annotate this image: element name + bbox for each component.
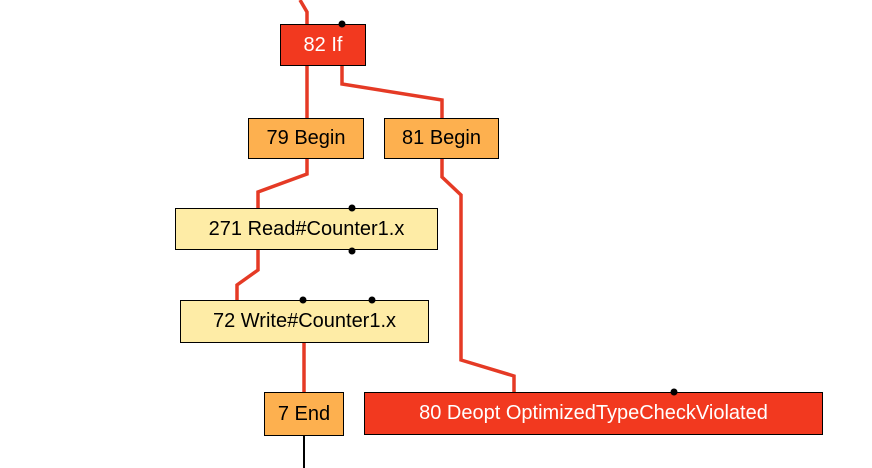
node-72-write-counter-label: 72 Write#Counter1.x xyxy=(212,310,397,332)
output-port-dot xyxy=(348,247,356,255)
node-271-read-counter[interactable]: 271 Read#Counter1.x xyxy=(175,208,438,250)
edge-79-begin-to-271-read xyxy=(256,159,309,208)
edge-271-read-to-72-write xyxy=(235,250,260,300)
node-80-deopt[interactable]: 80 Deopt OptimizedTypeCheckViolated xyxy=(364,392,823,435)
input-port-dot xyxy=(338,20,346,28)
input-port-dot xyxy=(299,296,307,304)
input-port-dot xyxy=(368,296,376,304)
edge-81-begin-to-80-deopt xyxy=(440,159,516,392)
node-7-end-label: 7 End xyxy=(277,402,331,425)
node-72-write-counter[interactable]: 72 Write#Counter1.x xyxy=(180,300,429,343)
node-271-read-counter-label: 271 Read#Counter1.x xyxy=(208,217,405,240)
node-79-begin-label: 79 Begin xyxy=(266,127,346,149)
node-82-if[interactable]: 82 If xyxy=(280,24,366,66)
node-82-if-label: 82 If xyxy=(303,33,343,56)
node-81-begin[interactable]: 81 Begin xyxy=(384,118,499,159)
node-81-begin-label: 81 Begin xyxy=(402,127,481,149)
node-79-begin[interactable]: 79 Begin xyxy=(248,118,364,159)
edge-in-to-82-if xyxy=(298,0,309,24)
edge-82-if-to-81-begin xyxy=(340,66,444,118)
input-port-dot xyxy=(670,388,678,396)
node-80-deopt-label: 80 Deopt OptimizedTypeCheckViolated xyxy=(419,402,768,424)
input-port-dot xyxy=(348,204,356,212)
node-7-end[interactable]: 7 End xyxy=(264,392,344,436)
